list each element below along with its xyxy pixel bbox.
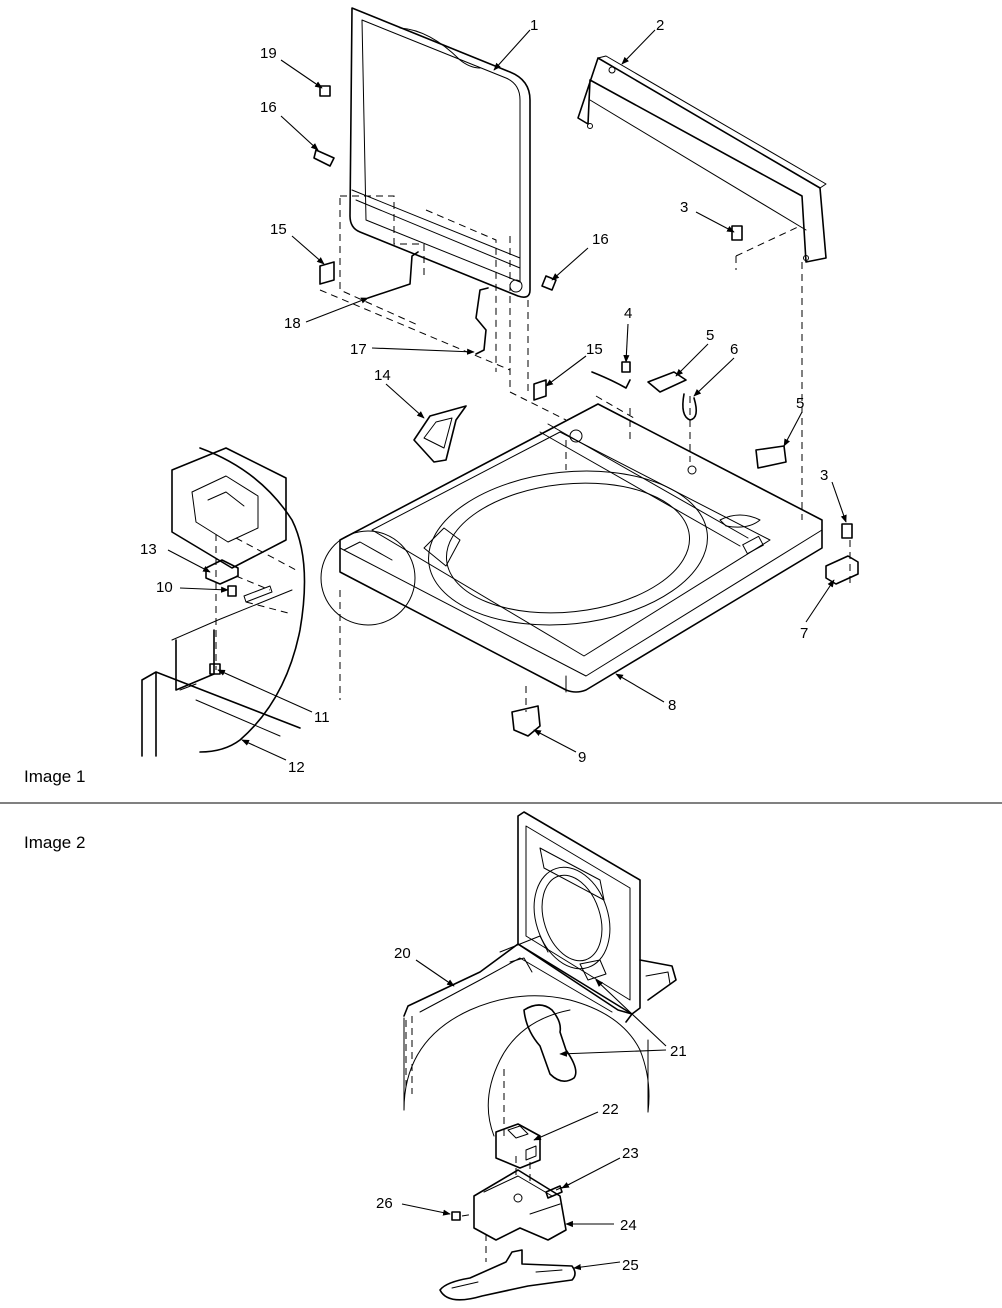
callout-13: 13 xyxy=(140,541,157,558)
lid-frame xyxy=(349,7,531,298)
switch-assembly xyxy=(439,1123,576,1301)
callout-5-top: 5 xyxy=(706,327,714,344)
callout-14: 14 xyxy=(374,367,391,384)
callout-18: 18 xyxy=(284,315,301,332)
callout-8: 8 xyxy=(668,697,676,714)
alignment-lines xyxy=(215,195,851,712)
callout-1: 1 xyxy=(530,17,538,34)
detail-circle xyxy=(320,530,416,626)
callout-24: 24 xyxy=(620,1217,637,1234)
image2-group: Image 2 xyxy=(24,811,687,1301)
rear-bracket xyxy=(577,55,827,263)
callout-3-top: 3 xyxy=(680,199,688,216)
callout-22: 22 xyxy=(602,1101,619,1118)
callout-16-right: 16 xyxy=(592,231,609,248)
callout-11: 11 xyxy=(314,709,330,726)
detail-circle-image2 xyxy=(403,995,650,1137)
callout-25: 25 xyxy=(622,1257,639,1274)
leaders-image1 xyxy=(167,29,847,761)
panel-label-image2: Image 2 xyxy=(24,833,85,852)
callout-15-left: 15 xyxy=(270,221,287,238)
callout-9: 9 xyxy=(578,749,586,766)
callout-4: 4 xyxy=(624,305,632,322)
callout-12: 12 xyxy=(288,759,305,776)
callout-23: 23 xyxy=(622,1145,639,1162)
callout-7: 7 xyxy=(800,625,808,642)
washer-open-lid xyxy=(403,811,677,1023)
callout-15-right: 15 xyxy=(586,341,603,358)
callouts-image1: 1 2 3 16 19 16 15 18 17 15 4 5 6 14 5 3 … xyxy=(140,17,828,776)
callout-21: 21 xyxy=(670,1043,687,1060)
callouts-image2: 20 21 22 23 26 24 25 xyxy=(376,945,687,1274)
callout-20: 20 xyxy=(394,945,411,962)
callout-10: 10 xyxy=(156,579,173,596)
detail-view xyxy=(141,447,306,757)
callout-5-right: 5 xyxy=(796,395,804,412)
image1-group: 1 2 3 16 19 16 15 18 17 15 4 5 6 14 5 3 … xyxy=(24,7,859,786)
callout-26: 26 xyxy=(376,1195,393,1212)
callout-19: 19 xyxy=(260,45,277,62)
callout-6: 6 xyxy=(730,341,738,358)
callout-2: 2 xyxy=(656,17,664,34)
callout-17: 17 xyxy=(350,341,367,358)
callout-16-left: 16 xyxy=(260,99,277,116)
small-parts-image1 xyxy=(209,85,859,737)
alignment-lines-image2 xyxy=(405,1016,571,1262)
leaders-image2 xyxy=(401,959,667,1271)
callout-3-right: 3 xyxy=(820,467,828,484)
washer-top xyxy=(339,403,823,693)
panel-label-image1: Image 1 xyxy=(24,767,85,786)
